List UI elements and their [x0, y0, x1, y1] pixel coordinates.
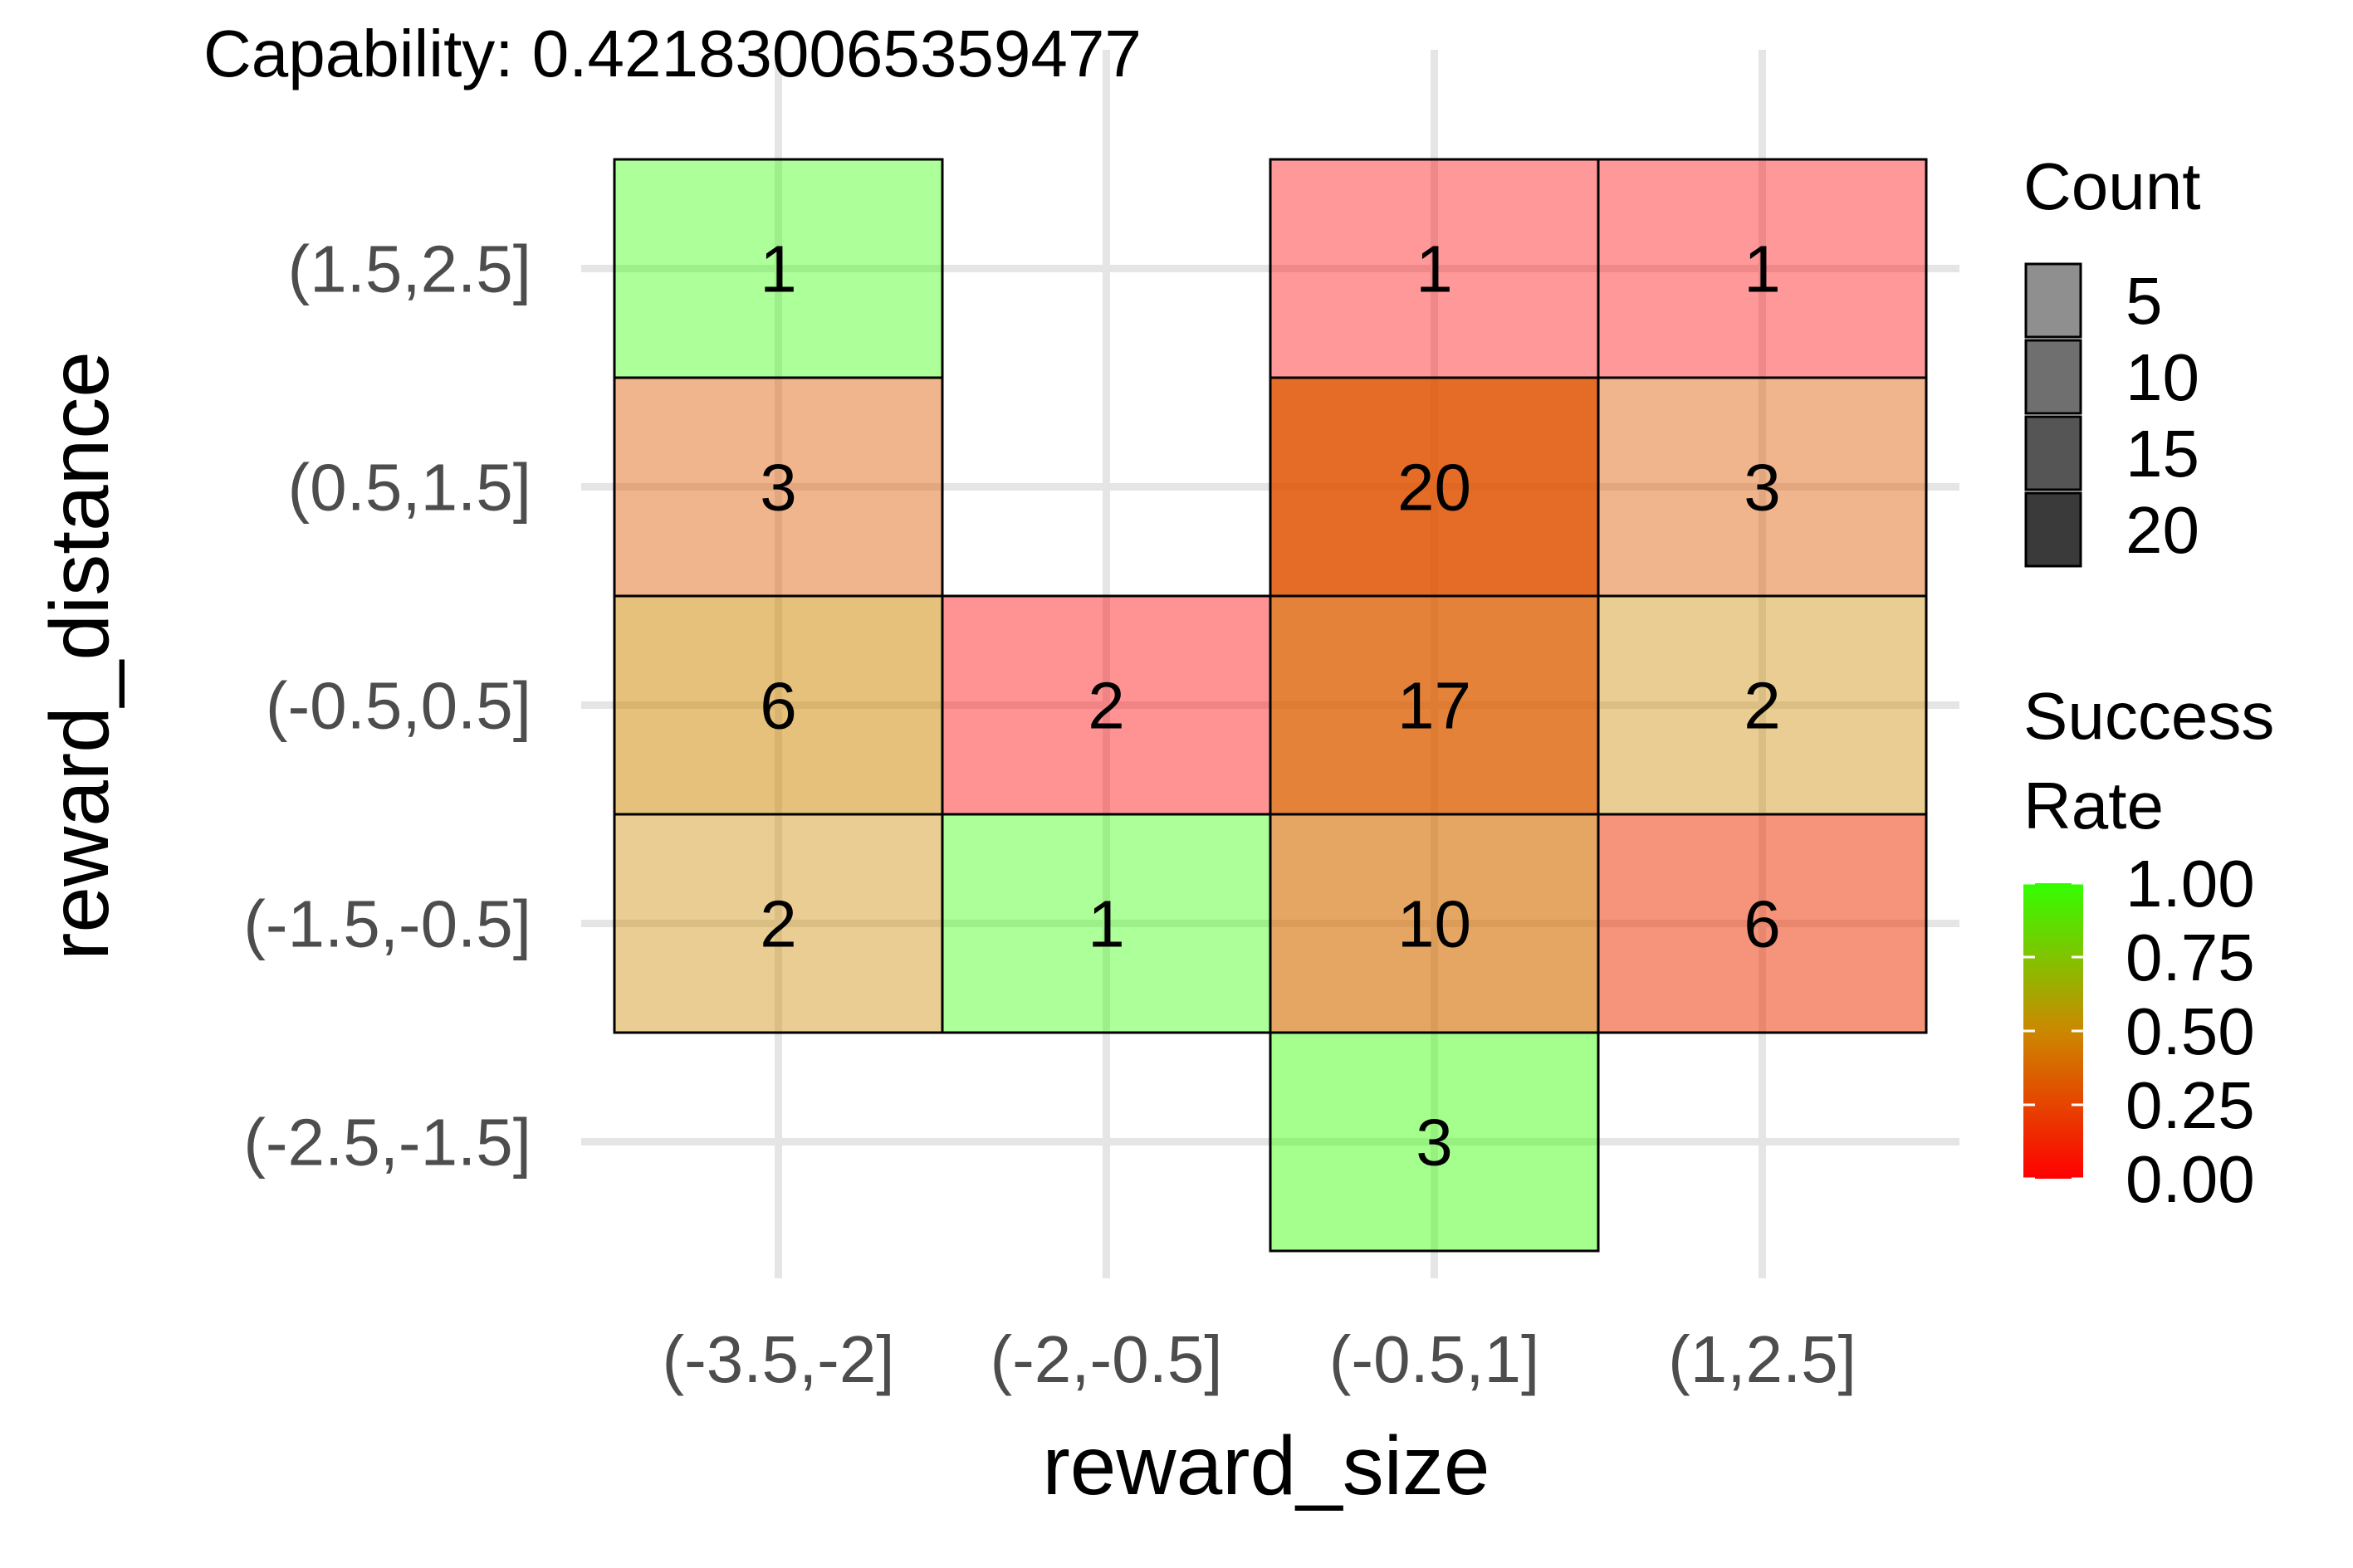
cell-count-label: 3	[1416, 1106, 1453, 1180]
count-legend-key	[2024, 491, 2082, 568]
x-tick-label: (-2,-0.5]	[990, 1322, 1222, 1396]
y-axis-label: reward_distance	[33, 351, 126, 960]
y-axis-tick-labels: (1.5,2.5] (0.5,1.5] (-0.5,0.5] (-1.5,-0.5] (…	[243, 232, 531, 1180]
count-legend-label: 5	[2126, 264, 2163, 338]
heatmap-cell	[1269, 376, 1600, 598]
heatmap-cell	[941, 813, 1272, 1034]
chart-title: Capability: 0.421830065359477	[203, 17, 1142, 90]
x-tick-label: (-3.5,-2]	[662, 1322, 894, 1396]
cell-count-label: 6	[1744, 887, 1781, 961]
cell-count-label: 3	[760, 451, 797, 525]
x-axis-tick-labels: (-3.5,-2] (-2,-0.5] (-0.5,1] (1,2.5]	[662, 1322, 1856, 1396]
y-tick-label: (-0.5,0.5]	[266, 669, 531, 743]
heatmap-cell	[1269, 158, 1600, 379]
cell-count-label: 1	[760, 232, 797, 306]
cell-count-label: 20	[1397, 451, 1471, 525]
heatmap-cell	[1597, 594, 1928, 816]
cell-count-label: 3	[1744, 451, 1781, 525]
colorbar-tick-label: 0.50	[2126, 994, 2255, 1068]
heatmap-cells	[613, 158, 1928, 1253]
colorbar-tick-label: 0.25	[2126, 1068, 2255, 1142]
success-rate-legend: Success Rate 1.000.750.500.250.00	[2023, 679, 2274, 1216]
cell-count-label: 6	[760, 669, 797, 743]
success-legend-title-line2: Rate	[2023, 769, 2164, 843]
heatmap-cell	[613, 813, 944, 1034]
heatmap-cell	[613, 594, 944, 816]
heatmap-cell	[613, 376, 944, 598]
heatmap-cell	[1597, 813, 1928, 1034]
cell-count-label: 17	[1397, 669, 1471, 743]
cell-count-label: 2	[1744, 669, 1781, 743]
count-legend-key	[2024, 339, 2082, 415]
y-tick-label: (-2.5,-1.5]	[243, 1106, 531, 1180]
colorbar-tick-label: 0.75	[2126, 921, 2255, 994]
count-legend-label: 15	[2126, 417, 2199, 491]
colorbar-tick-label: 1.00	[2126, 847, 2255, 921]
x-axis-label: reward_size	[1042, 1419, 1490, 1512]
heatmap-cell	[1269, 1031, 1600, 1253]
success-legend-title-line1: Success	[2023, 679, 2274, 753]
cell-count-label: 2	[1088, 669, 1125, 743]
cell-count-labels: 1 1 1 3 20 3 6 2 17 2 2 1 10 6 3	[760, 232, 1781, 1180]
count-legend-key	[2024, 415, 2082, 491]
count-legend-key	[2024, 262, 2082, 339]
heatmap-cell	[1597, 158, 1928, 379]
x-tick-label: (1,2.5]	[1668, 1322, 1856, 1396]
colorbar-tick-label: 0.00	[2126, 1142, 2255, 1216]
heatmap-cell	[1269, 594, 1600, 816]
cell-count-label: 2	[760, 887, 797, 961]
cell-count-label: 1	[1416, 232, 1453, 306]
cell-count-label: 10	[1397, 887, 1471, 961]
count-legend-title: Count	[2023, 149, 2200, 223]
count-legend-label: 20	[2126, 493, 2199, 567]
heatmap-cell	[941, 594, 1272, 816]
y-tick-label: (0.5,1.5]	[287, 451, 531, 525]
y-tick-label: (1.5,2.5]	[287, 232, 531, 306]
cell-count-label: 1	[1744, 232, 1781, 306]
y-tick-label: (-1.5,-0.5]	[243, 887, 531, 961]
x-tick-label: (-0.5,1]	[1329, 1322, 1539, 1396]
cell-count-label: 1	[1088, 887, 1125, 961]
count-legend-label: 10	[2126, 340, 2199, 414]
heatmap-cell	[613, 158, 944, 379]
